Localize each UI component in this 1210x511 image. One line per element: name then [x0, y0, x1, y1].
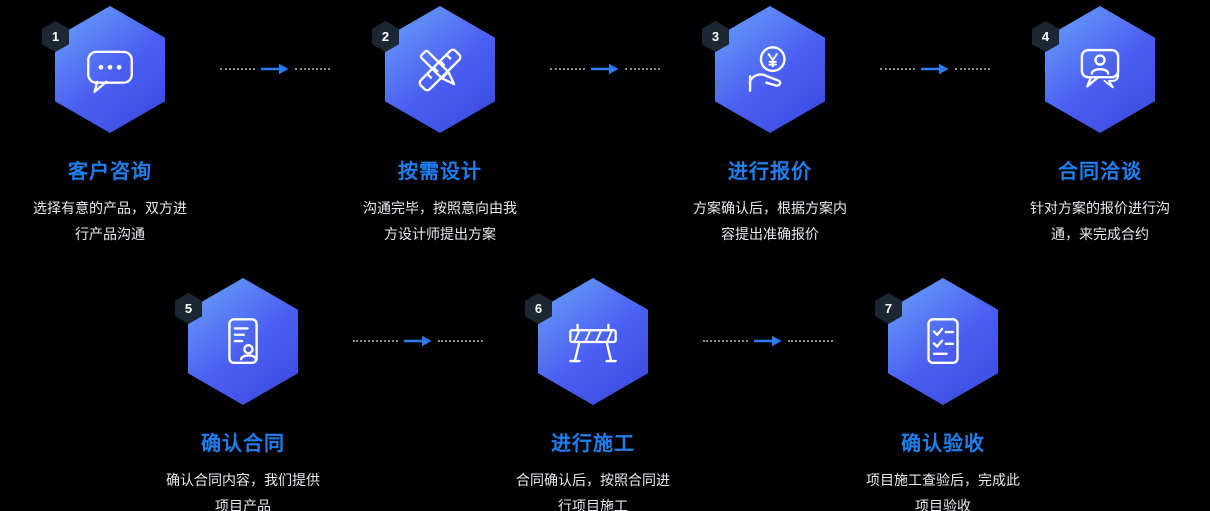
step-title: 客户咨询 [68, 161, 152, 183]
arrow-right-icon [261, 63, 289, 75]
dotted-line [625, 68, 660, 70]
dotted-line [295, 68, 330, 70]
process-step-1: 1 客户咨询 选择有意的产品，双方进 行产品沟通 [0, 6, 220, 248]
step-title: 进行施工 [551, 433, 635, 455]
step-description: 选择有意的产品，双方进 行产品沟通 [33, 200, 187, 242]
process-step-2: 2 按需设计 沟通完毕，按照意向由我 方设计师提出方案 [330, 6, 550, 248]
step-description: 沟通完毕，按照意向由我 方设计师提出方案 [363, 200, 517, 242]
process-step-4: 4 合同洽谈 针对方案的报价进行沟 通，来完成合约 [990, 6, 1210, 248]
flow-arrow [550, 63, 660, 75]
flow-arrow [220, 63, 330, 75]
step-description: 针对方案的报价进行沟 通，来完成合约 [1030, 200, 1170, 242]
person-speech-bubble-icon [1080, 48, 1120, 88]
dotted-line [788, 340, 833, 342]
hexagon-shape [715, 6, 825, 133]
process-row-1: 1 客户咨询 选择有意的产品，双方进 行产品沟通 [0, 6, 1210, 248]
step-title: 确认验收 [901, 433, 985, 455]
process-step-3: 3 进行报价 方案确认后，根据方案内 容提出准确报价 [660, 6, 880, 248]
step-description: 项目施工查验后，完成此 项目验收 [866, 472, 1020, 511]
contract-document-icon [228, 317, 258, 364]
dotted-line [438, 340, 483, 342]
step-description: 合同确认后，按照合同进 行项目施工 [516, 472, 670, 511]
yen-coin-hand-icon [748, 45, 786, 92]
flow-arrow [880, 63, 990, 75]
step-hexagon: 2 [372, 6, 495, 133]
process-row-2: 5 确认合同 确认合同内容，我们提供 项目产品 [133, 278, 1053, 511]
dotted-line [550, 68, 585, 70]
step-title: 按需设计 [398, 161, 482, 183]
arrow-right-icon [754, 335, 782, 347]
dotted-line [220, 68, 255, 70]
hexagon-shape [385, 6, 495, 133]
step-hexagon: 5 [175, 278, 298, 405]
construction-barrier-icon [569, 323, 617, 362]
step-title: 合同洽谈 [1058, 161, 1142, 183]
step-title: 确认合同 [201, 433, 285, 455]
checklist-document-icon [927, 317, 959, 364]
arrow-right-icon [404, 335, 432, 347]
step-description: 确认合同内容，我们提供 项目产品 [166, 472, 320, 511]
flow-arrow [703, 335, 833, 347]
process-step-6: 6 进行施工 合同确认后，按照合同进 行项目施工 [483, 278, 703, 511]
step-title: 进行报价 [728, 161, 812, 183]
dotted-line [353, 340, 398, 342]
pencil-ruler-icon [418, 48, 462, 91]
step-hexagon: 1 [42, 6, 165, 133]
hexagon-shape [188, 278, 298, 405]
chat-bubble-icon [87, 50, 133, 93]
step-description: 方案确认后，根据方案内 容提出准确报价 [693, 200, 847, 242]
hexagon-shape [55, 6, 165, 133]
dotted-line [880, 68, 915, 70]
hexagon-shape [888, 278, 998, 405]
step-hexagon: 3 [702, 6, 825, 133]
arrow-right-icon [591, 63, 619, 75]
step-hexagon: 7 [875, 278, 998, 405]
arrow-right-icon [921, 63, 949, 75]
hexagon-shape [1045, 6, 1155, 133]
process-step-5: 5 确认合同 确认合同内容，我们提供 项目产品 [133, 278, 353, 511]
flow-arrow [353, 335, 483, 347]
dotted-line [703, 340, 748, 342]
step-hexagon: 6 [525, 278, 648, 405]
process-step-7: 7 确认验收 项目施工查验后，完成此 项目验收 [833, 278, 1053, 511]
hexagon-shape [538, 278, 648, 405]
step-hexagon: 4 [1032, 6, 1155, 133]
dotted-line [955, 68, 990, 70]
